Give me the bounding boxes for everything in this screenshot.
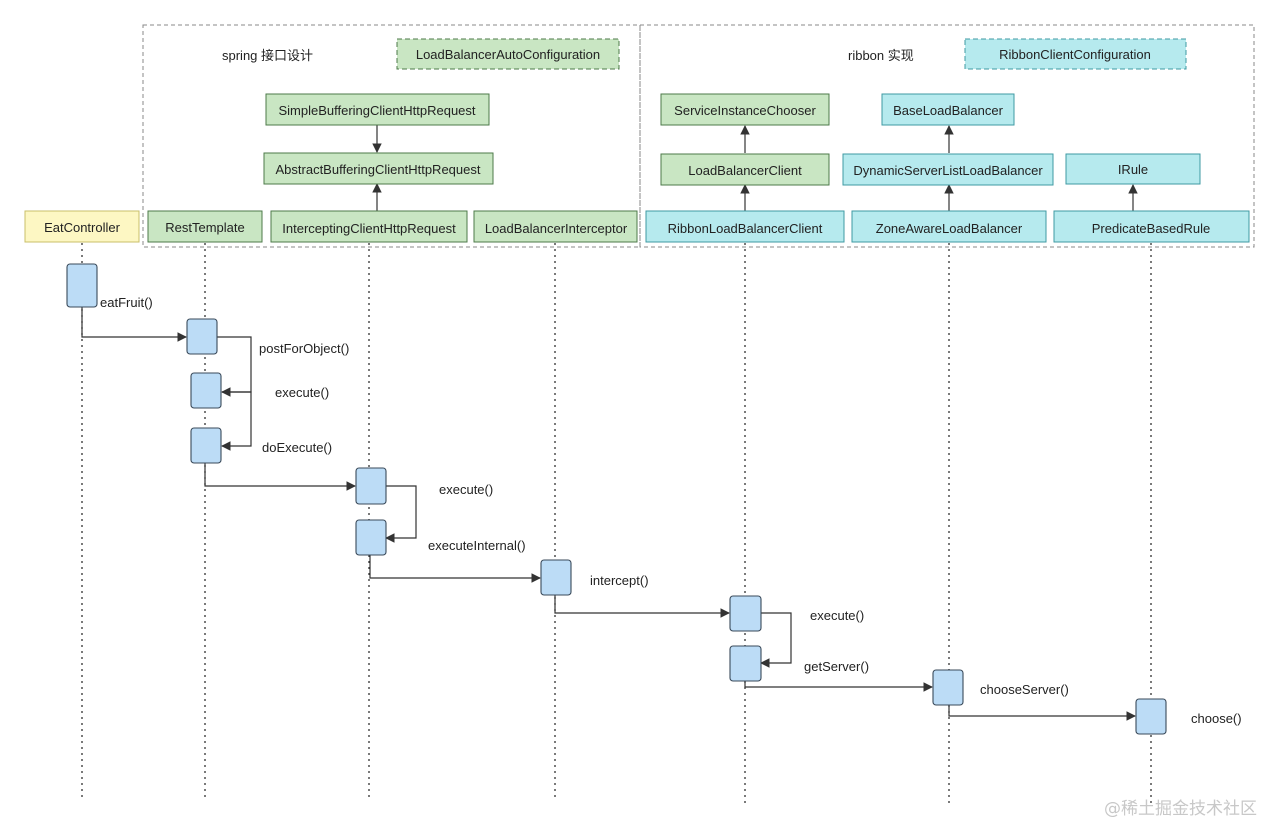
hierarchy-load-balancer-client: LoadBalancerClient	[660, 153, 830, 186]
activation-box	[355, 467, 387, 505]
participant-label: PredicateBasedRule	[1092, 221, 1211, 236]
config-box-ribbon	[964, 38, 1187, 70]
watermark: @稀土掘金技术社区	[1104, 799, 1257, 819]
participant-intercepting-request: InterceptingClientHttpRequest	[270, 210, 468, 243]
activation-box	[729, 595, 762, 632]
hierarchy-label: ServiceInstanceChooser	[674, 103, 816, 118]
message-label: postForObject()	[259, 341, 349, 356]
activation-box	[729, 645, 762, 682]
arrow-execute-rlbc	[760, 612, 792, 668]
activation-box	[186, 318, 218, 355]
region-spring: spring 接口设计 LoadBalancerAutoConfiguratio…	[142, 24, 641, 248]
hierarchy-service-instance-chooser: ServiceInstanceChooser	[660, 93, 830, 126]
region-title-spring: spring 接口设计	[222, 48, 313, 63]
participant-label: EatController	[44, 220, 121, 235]
activation-box	[355, 519, 387, 556]
participant-label: LoadBalancerInterceptor	[485, 221, 628, 236]
participant-zone-aware-lb: ZoneAwareLoadBalancer	[851, 210, 1047, 243]
message-label: eatFruit()	[100, 295, 153, 310]
activation-box	[190, 372, 222, 409]
activation-box	[540, 559, 572, 596]
arrow-intercept	[554, 595, 730, 618]
config-label-spring: LoadBalancerAutoConfiguration	[416, 47, 600, 62]
arrow-execute-internal	[369, 555, 541, 583]
participant-lb-interceptor: LoadBalancerInterceptor	[473, 210, 638, 243]
participant-rest-template: RestTemplate	[147, 210, 263, 243]
config-label-ribbon: RibbonClientConfiguration	[999, 47, 1151, 62]
activation-box	[66, 263, 98, 308]
message-arrows	[81, 306, 1136, 721]
participant-label: RestTemplate	[165, 220, 244, 235]
hierarchy-base-load-balancer: BaseLoadBalancer	[881, 93, 1015, 126]
participant-eat-controller: EatController	[24, 210, 140, 243]
arrow-do-execute	[204, 462, 356, 491]
hierarchy-dynamic-server-list: DynamicServerListLoadBalancer	[842, 153, 1054, 186]
message-label: getServer()	[804, 659, 869, 674]
message-label: execute()	[439, 482, 493, 497]
participant-label: ZoneAwareLoadBalancer	[876, 221, 1023, 236]
hierarchy-irule: IRule	[1065, 153, 1201, 185]
arrow-execute-icr	[385, 485, 417, 543]
hierarchy-label: DynamicServerListLoadBalancer	[853, 163, 1043, 178]
participant-predicate-rule: PredicateBasedRule	[1053, 210, 1250, 243]
message-label: choose()	[1191, 711, 1242, 726]
message-label: doExecute()	[262, 440, 332, 455]
region-ribbon: ribbon 实现 RibbonClientConfiguration	[639, 24, 1255, 248]
arrow-get-server	[744, 681, 933, 692]
region-title-ribbon: ribbon 实现	[848, 48, 914, 63]
activation-box	[190, 427, 222, 464]
message-label: execute()	[810, 608, 864, 623]
message-label: execute()	[275, 385, 329, 400]
participant-label: RibbonLoadBalancerClient	[668, 221, 823, 236]
inheritance-arrows	[372, 125, 1138, 211]
hierarchy-label: LoadBalancerClient	[688, 163, 802, 178]
hierarchy-label: AbstractBufferingClientHttpRequest	[276, 162, 481, 177]
arrow-post-for-object	[217, 336, 252, 397]
lifelines	[81, 243, 1152, 805]
hierarchy-label: BaseLoadBalancer	[893, 103, 1004, 118]
activations	[66, 263, 1167, 735]
message-labels: eatFruit() postForObject() execute() doE…	[100, 295, 1242, 726]
arrow-choose-server	[948, 705, 1136, 721]
hierarchy-simple-buffering: SimpleBufferingClientHttpRequest	[265, 93, 490, 126]
participant-label: InterceptingClientHttpRequest	[282, 221, 456, 236]
activation-box	[932, 669, 964, 706]
activation-box	[1135, 698, 1167, 735]
participant-ribbon-lb-client: RibbonLoadBalancerClient	[645, 210, 845, 243]
hierarchy-label: SimpleBufferingClientHttpRequest	[278, 103, 475, 118]
hierarchy-abstract-buffering: AbstractBufferingClientHttpRequest	[263, 152, 494, 185]
config-box-spring	[396, 38, 620, 70]
message-label: executeInternal()	[428, 538, 526, 553]
arrow-eat-fruit	[81, 306, 187, 342]
hierarchy-label: IRule	[1118, 162, 1148, 177]
message-label: intercept()	[590, 573, 649, 588]
message-label: chooseServer()	[980, 682, 1069, 697]
arrow-execute-rest	[221, 391, 252, 451]
